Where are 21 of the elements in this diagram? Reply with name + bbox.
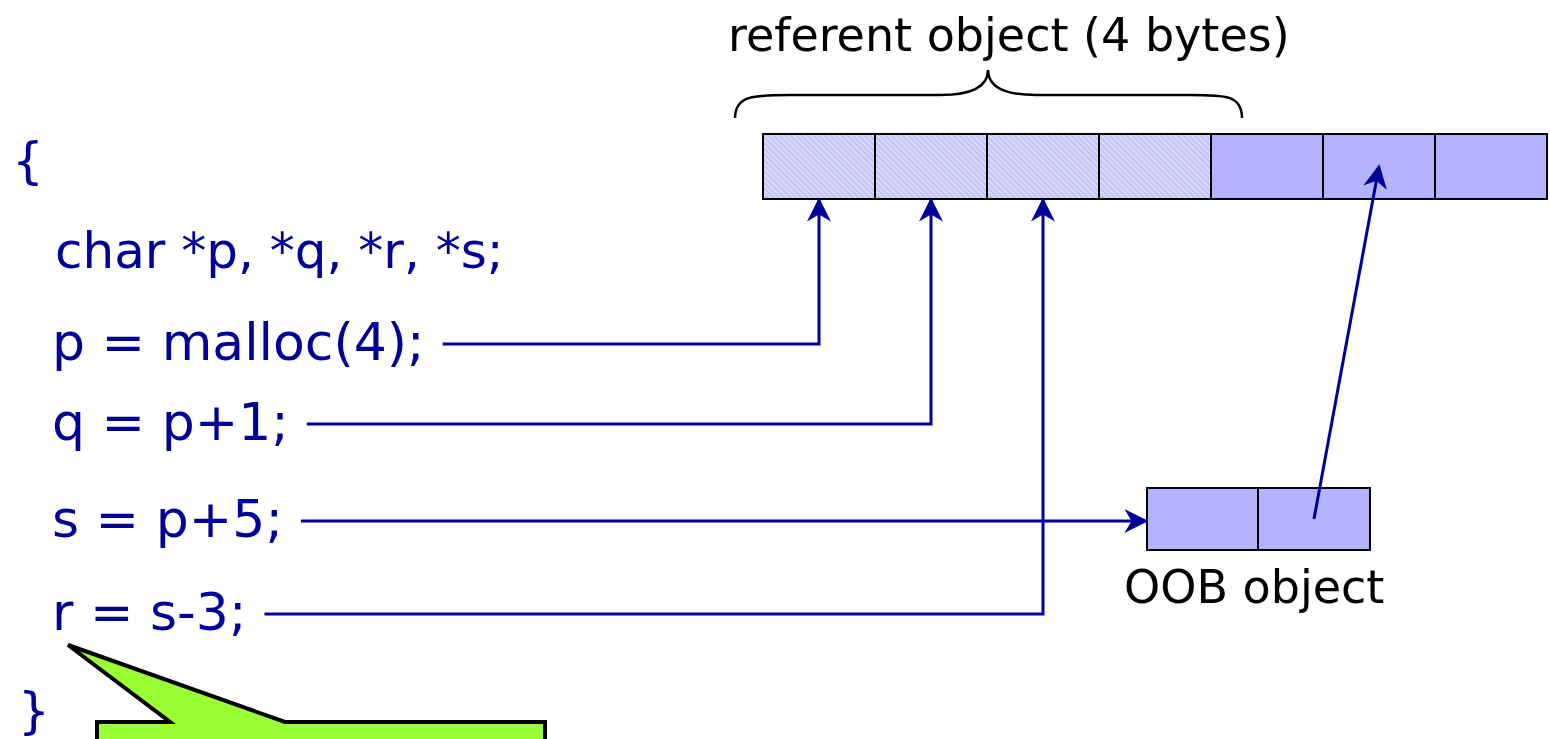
code-line: s = p+5; (52, 488, 301, 550)
memory-array (762, 133, 1547, 200)
code-line: r = s-3; (52, 581, 265, 643)
memory-cell (1322, 133, 1436, 200)
memory-cell (1146, 487, 1259, 551)
memory-cell (874, 133, 988, 200)
memory-cell (986, 133, 1100, 200)
code-brace: { (12, 131, 44, 192)
callout-bubble (66, 643, 547, 739)
code-brace: } (18, 681, 50, 739)
code-line: char *p, *q, *r, *s; (55, 221, 504, 282)
brace-label: referent object (4 bytes) (728, 7, 1290, 64)
memory-cell (762, 133, 876, 200)
code-line: p = malloc(4); (52, 311, 443, 373)
memory-cell (1210, 133, 1324, 200)
code-line: q = p+1; (52, 391, 307, 453)
object-label: OOB object (1124, 559, 1385, 615)
memory-cell (1257, 487, 1371, 551)
arrow (1312, 164, 1387, 520)
memory-cell (1098, 133, 1212, 200)
memory-cell (1434, 133, 1548, 200)
